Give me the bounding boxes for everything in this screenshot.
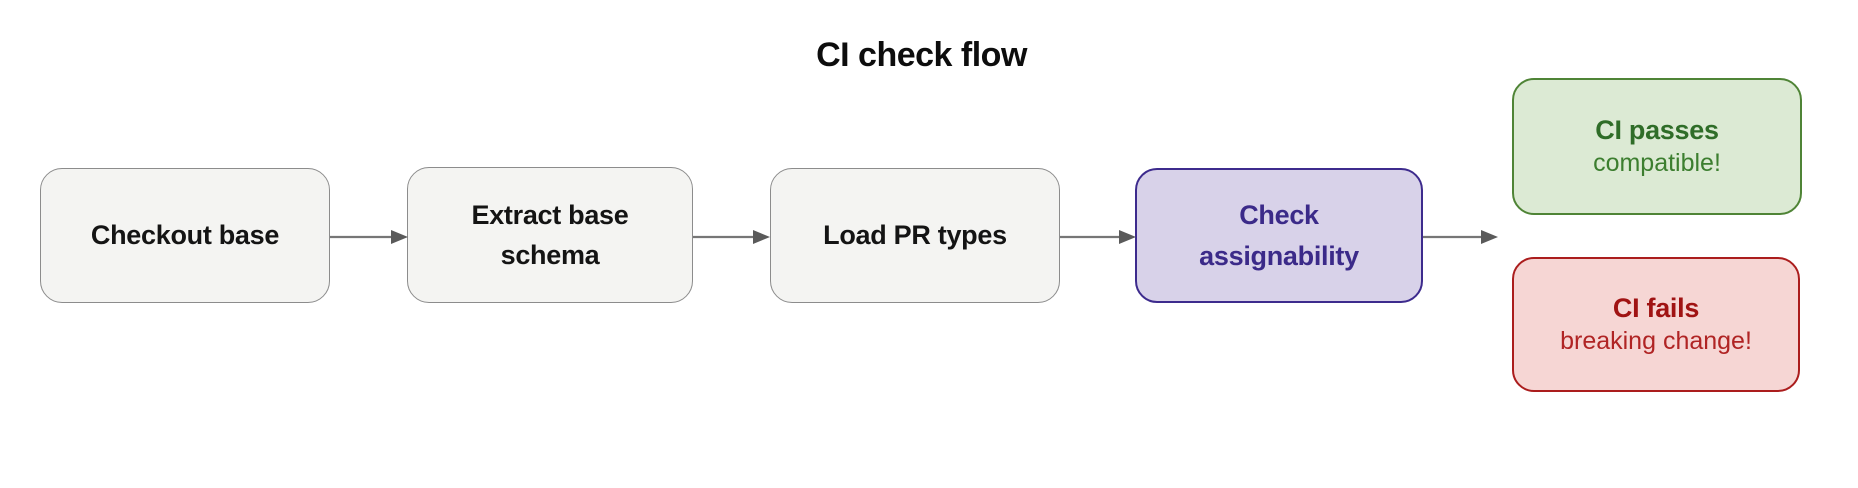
node-load-pr-types: Load PR types (770, 168, 1060, 303)
outcome-subheading: compatible! (1593, 148, 1721, 177)
diagram-title: CI check flow (816, 36, 1027, 74)
arrow-extract-to-load (693, 230, 770, 244)
outcome-text: CI fails breaking change! (1560, 292, 1752, 357)
node-check-assignability: Check assignability (1135, 168, 1423, 303)
arrow-load-to-check (1060, 230, 1136, 244)
outcome-text: CI passes compatible! (1593, 114, 1721, 179)
arrow-checkout-to-extract (330, 230, 408, 244)
node-label: Extract base schema (471, 199, 629, 271)
node-label: Checkout base (90, 220, 280, 251)
outcome-heading: CI passes (1595, 115, 1719, 145)
node-checkout-base: Checkout base (40, 168, 330, 303)
node-label: Load PR types (823, 220, 1007, 251)
outcome-subheading: breaking change! (1560, 326, 1752, 355)
node-extract-base-schema: Extract base schema (407, 167, 693, 303)
arrow-check-to-outcomes (1423, 230, 1498, 244)
node-label: Check assignability (1199, 200, 1359, 271)
node-ci-passes: CI passes compatible! (1512, 78, 1802, 215)
outcome-heading: CI fails (1612, 293, 1700, 323)
node-ci-fails: CI fails breaking change! (1512, 257, 1800, 392)
